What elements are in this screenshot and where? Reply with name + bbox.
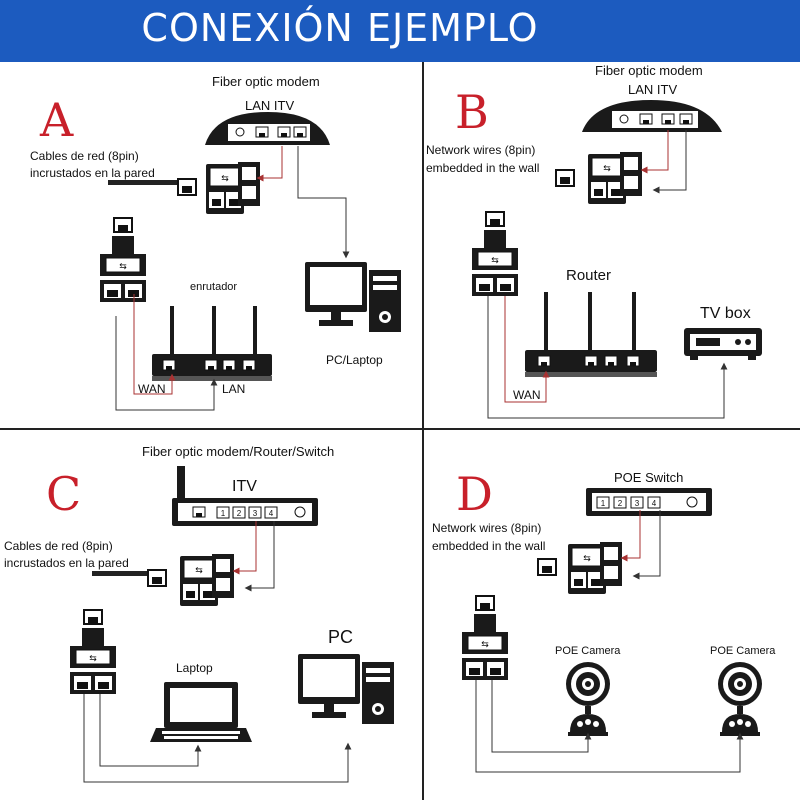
panel-c-wall-jack — [147, 569, 167, 587]
panel-b-fiber-modem — [582, 100, 722, 132]
panel-d-port-2: 2 — [618, 499, 623, 508]
panel-c-wall-note-2: incrustados en la pared — [4, 556, 129, 570]
panel-c-modem-ports: ITV — [232, 478, 257, 495]
panel-d-port-1: 1 — [601, 499, 606, 508]
panel-a-wall-note-2: incrustados en la pared — [30, 166, 155, 180]
panel-c-letter: C — [46, 467, 81, 521]
panel-c-laptop — [150, 682, 252, 742]
panel-b-splitter-bottom — [471, 211, 519, 297]
panel-d-port-4: 4 — [652, 499, 657, 508]
panel-d-camera-1-label: POE Camera — [555, 645, 621, 657]
panel-d-camera-2 — [718, 662, 762, 736]
panel-c-pc-label: PC — [328, 627, 353, 647]
panel-c-splitter-bottom — [69, 609, 117, 695]
panel-c-port-1: 1 — [221, 509, 226, 518]
panel-d-wall-note-1: Network wires (8pin) — [432, 521, 541, 535]
page-title: CONEXIÓN EJEMPLO — [141, 6, 539, 50]
panel-d-poe-switch: 1 2 3 4 — [586, 488, 712, 516]
panel-a-letter: A — [39, 93, 74, 147]
panel-d-camera-1 — [566, 662, 610, 736]
panel-a-splitter-bottom — [99, 217, 147, 303]
panel-d-camera-2-label: POE Camera — [710, 645, 776, 657]
panel-b-modem-ports: LAN ITV — [628, 82, 677, 97]
panel-b-tv-box-label: TV box — [700, 305, 751, 322]
panel-b-wall-note-2: embedded in the wall — [426, 161, 539, 175]
panel-c-port-2: 2 — [237, 509, 242, 518]
panel-c-port-4: 4 — [269, 509, 274, 518]
panel-b-letter: B — [455, 85, 489, 139]
panel-d-switch-title: POE Switch — [614, 470, 683, 485]
panel-a-lan-label: LAN — [222, 382, 245, 396]
panel-a-wall-note-1: Cables de red (8pin) — [30, 149, 139, 163]
panel-a-wan-label: WAN — [138, 382, 166, 396]
panel-d-wall-note-2: embedded in the wall — [432, 539, 545, 553]
panel-a: A Fiber optic modem LAN ITV Cables de re… — [30, 74, 401, 411]
panel-b-router — [525, 292, 657, 377]
panel-a-wall-jack — [177, 178, 197, 196]
panel-b-modem-title: Fiber optic modem — [595, 63, 703, 78]
panel-b-wall-note-1: Network wires (8pin) — [426, 143, 535, 157]
panel-c-modem-title: Fiber optic modem/Router/Switch — [142, 444, 334, 459]
panel-b: B Fiber optic modem LAN ITV Network wire… — [426, 63, 762, 419]
panel-a-pc-label: PC/Laptop — [326, 353, 383, 367]
panel-a-pc — [305, 262, 401, 332]
panel-c-modem-router: 1 2 3 4 — [172, 466, 318, 526]
panel-d: D POE Switch 1 2 3 4 Network wires (8pin… — [432, 467, 776, 773]
panel-a-wall-strip — [108, 180, 178, 185]
panel-b-wan-label: WAN — [513, 388, 541, 402]
panel-c-pc — [298, 654, 394, 724]
title-banner: CONEXIÓN EJEMPLO — [0, 0, 800, 62]
panel-c-wall-note-1: Cables de red (8pin) — [4, 539, 113, 553]
panel-d-letter: D — [456, 467, 493, 521]
panel-a-modem-title: Fiber optic modem — [212, 74, 320, 89]
panel-d-port-3: 3 — [635, 499, 640, 508]
panel-a-router — [152, 306, 272, 381]
panel-a-fiber-modem — [205, 112, 330, 145]
panel-a-modem-ports: LAN ITV — [245, 98, 294, 113]
panel-b-wall-jack — [555, 169, 575, 187]
panel-b-router-label: Router — [566, 267, 611, 284]
panel-c-laptop-label: Laptop — [176, 661, 213, 675]
panel-d-wall-jack — [537, 558, 557, 576]
panel-b-tv-box — [684, 328, 762, 360]
panel-c-port-3: 3 — [253, 509, 258, 518]
panel-c: C Fiber optic modem/Router/Switch ITV 1 … — [4, 444, 394, 783]
panel-a-router-label: enrutador — [190, 281, 237, 293]
panel-c-wall-strip — [92, 571, 150, 576]
panel-d-splitter-bottom — [461, 595, 509, 681]
